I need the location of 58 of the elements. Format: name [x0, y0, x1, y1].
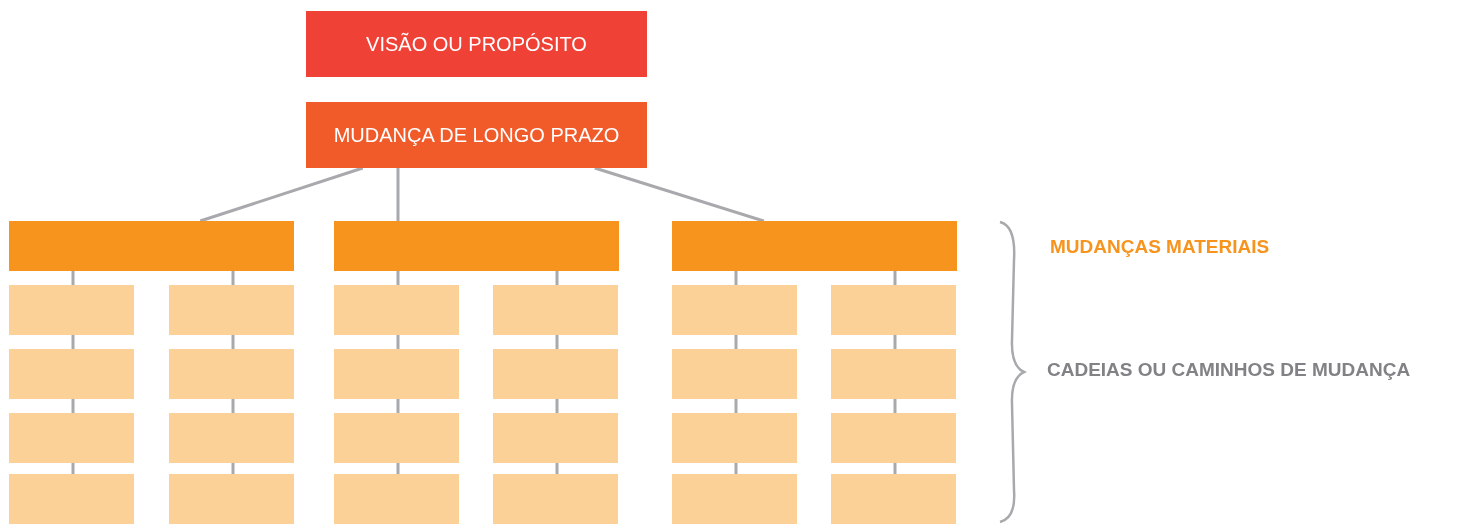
chain-box — [672, 413, 797, 463]
level-label: MUDANÇAS MATERIAIS — [1050, 236, 1270, 258]
connector-line — [231, 463, 235, 474]
chain-box — [169, 285, 294, 335]
chain-box — [831, 285, 956, 335]
chain-box — [9, 413, 134, 463]
chain-box — [9, 285, 134, 335]
connector-line — [396, 399, 400, 413]
chain-box — [493, 474, 618, 524]
connector-line — [71, 271, 75, 285]
connector-line — [893, 271, 897, 285]
chain-box — [672, 474, 797, 524]
outcome-bar — [9, 221, 294, 271]
outcome-bar — [334, 221, 619, 271]
connector-line — [231, 335, 235, 349]
connector-line — [893, 463, 897, 474]
connector-line — [396, 168, 400, 221]
chain-box — [831, 413, 956, 463]
chain-box — [493, 413, 618, 463]
chain-box — [672, 285, 797, 335]
chain-box — [169, 349, 294, 399]
chain-box — [334, 285, 459, 335]
connector-line — [555, 399, 559, 413]
chain-box — [831, 349, 956, 399]
connector-line — [893, 399, 897, 413]
chain-box — [9, 349, 134, 399]
connector-line — [594, 166, 765, 223]
chain-box — [169, 474, 294, 524]
connector-line — [199, 166, 364, 223]
chain-box — [831, 474, 956, 524]
connector-line — [734, 463, 738, 474]
connector-line — [555, 335, 559, 349]
connector-line — [734, 399, 738, 413]
connector-line — [734, 335, 738, 349]
connector-line — [396, 271, 400, 285]
connector-line — [555, 271, 559, 285]
connector-line — [231, 399, 235, 413]
connector-line — [71, 335, 75, 349]
connector-line — [396, 463, 400, 474]
connector-line — [231, 271, 235, 285]
chain-box — [672, 349, 797, 399]
connector-line — [396, 335, 400, 349]
chain-box — [334, 474, 459, 524]
chain-box — [169, 413, 294, 463]
connector-line — [555, 463, 559, 474]
connector-line — [734, 271, 738, 285]
chain-box — [334, 413, 459, 463]
chain-box — [493, 349, 618, 399]
outcome-bar — [672, 221, 957, 271]
chain-box — [9, 474, 134, 524]
connector-line — [71, 399, 75, 413]
chain-box — [493, 285, 618, 335]
connector-line — [893, 335, 897, 349]
level-label: CADEIAS OU CAMINHOS DE MUDANÇA — [1047, 359, 1411, 381]
long-term-change-box: MUDANÇA DE LONGO PRAZO — [306, 102, 647, 168]
chain-box — [334, 349, 459, 399]
connector-line — [71, 463, 75, 474]
vision-box: VISÃO OU PROPÓSITO — [306, 11, 647, 77]
